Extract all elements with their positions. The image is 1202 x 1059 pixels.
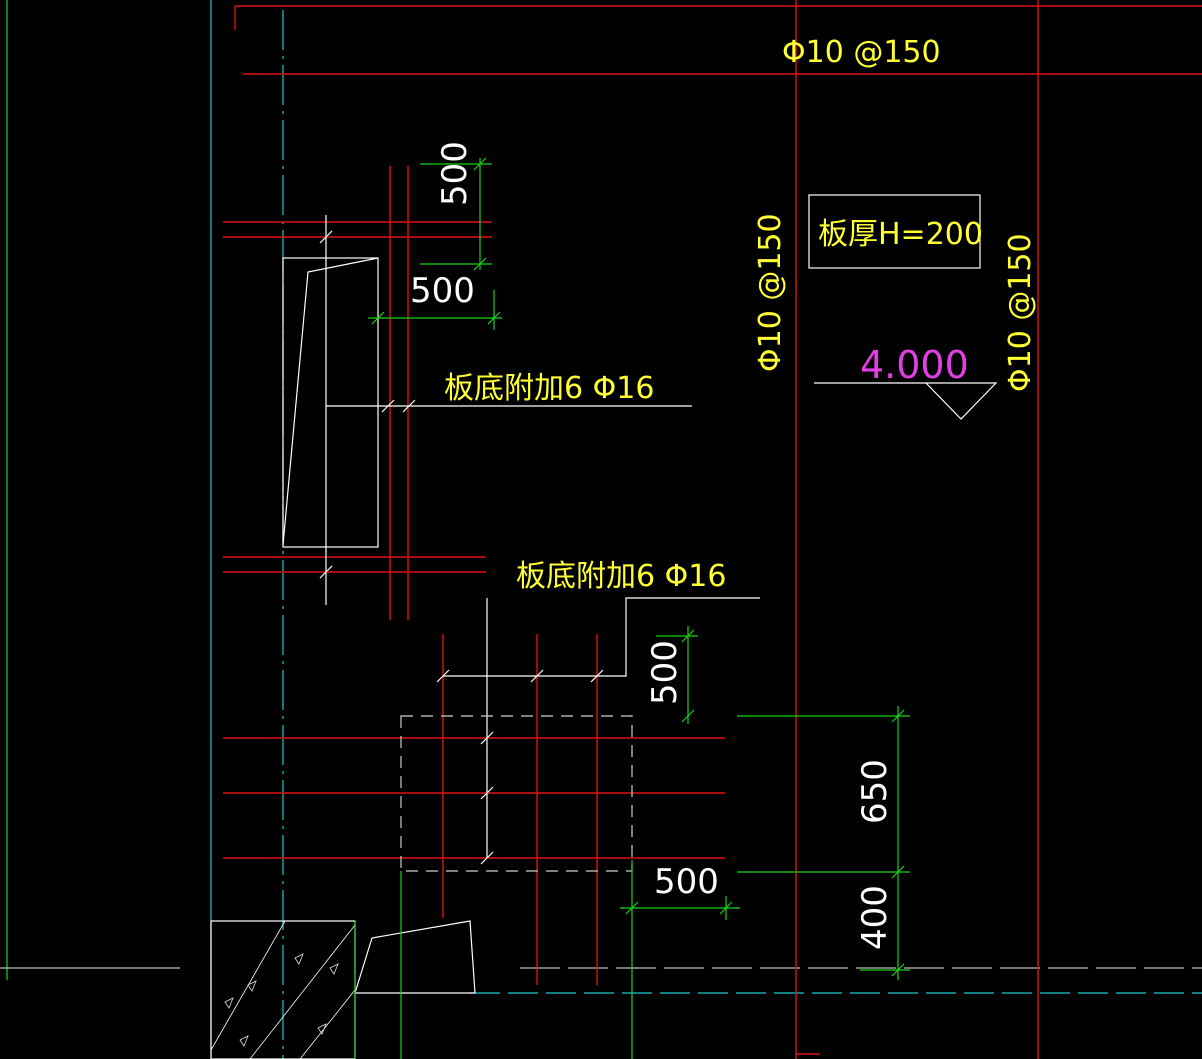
dim-text-top-horizontal: 500 [410,271,475,311]
rebar-grid [223,0,1202,1059]
dim-top-h-tick2 [487,311,501,325]
leader-lower [443,597,760,677]
dim-top-h-tick1 [371,311,385,325]
elevation-symbol [814,382,998,420]
white-outlines [282,194,998,994]
aggregate-mark [329,963,339,975]
column-section [210,920,356,1059]
dim-mid-v-tick1 [681,629,695,643]
label-right-rebar-vertical: Φ10 @150 [1003,233,1038,392]
column-hatch [249,924,356,1059]
aggregate-mark [239,1035,249,1047]
opening-upper-break [282,257,379,546]
green-boundary-lines [0,0,1202,980]
tick [480,851,494,865]
opening-lower-dashed [400,715,633,872]
column-break-lower [354,920,476,994]
tick [530,669,544,683]
dim-text-bottom-horizontal: 500 [654,862,719,902]
dim-bottom-tick1 [625,901,639,915]
dim-text-right-lower: 400 [855,885,895,950]
tick [590,669,604,683]
tick [480,786,494,800]
dim-right-tick3 [891,963,905,977]
label-bottom-add-upper: 板底附加6 Φ16 [444,371,654,406]
dim-text-top-vertical: 500 [435,141,475,206]
tick [381,399,395,413]
dim-bottom-tick2 [719,901,733,915]
dim-text-right-upper: 650 [855,759,895,824]
tick [480,731,494,745]
aggregate-mark [294,953,304,965]
tick [436,669,450,683]
opening-upper [282,257,379,548]
dimension-lines [368,157,910,1059]
dim-text-middle-vertical: 500 [645,640,685,705]
aggregate-mark [247,980,257,992]
aggregate-mark [224,997,234,1009]
tick [319,565,333,579]
label-mid-rebar-vertical: Φ10 @150 [753,213,788,372]
label-elevation: 4.000 [860,343,969,387]
tick [319,230,333,244]
rebar-ticks [319,230,604,865]
dim-top-v-tick1 [473,157,487,171]
dim-right-tick2 [891,865,905,879]
dim-mid-v-tick2 [681,709,695,723]
tick [402,399,416,413]
label-bottom-add-lower: 板底附加6 Φ16 [516,559,726,594]
slab-thickness-frame [808,194,981,269]
label-top-rebar: Φ10 @150 [782,35,941,70]
dim-top-v-tick2 [473,257,487,271]
dim-right-tick1 [891,709,905,723]
label-slab-thickness: 板厚H=200 [818,217,983,252]
aggregate-mark [317,1023,327,1035]
column-hatch [299,989,356,1059]
